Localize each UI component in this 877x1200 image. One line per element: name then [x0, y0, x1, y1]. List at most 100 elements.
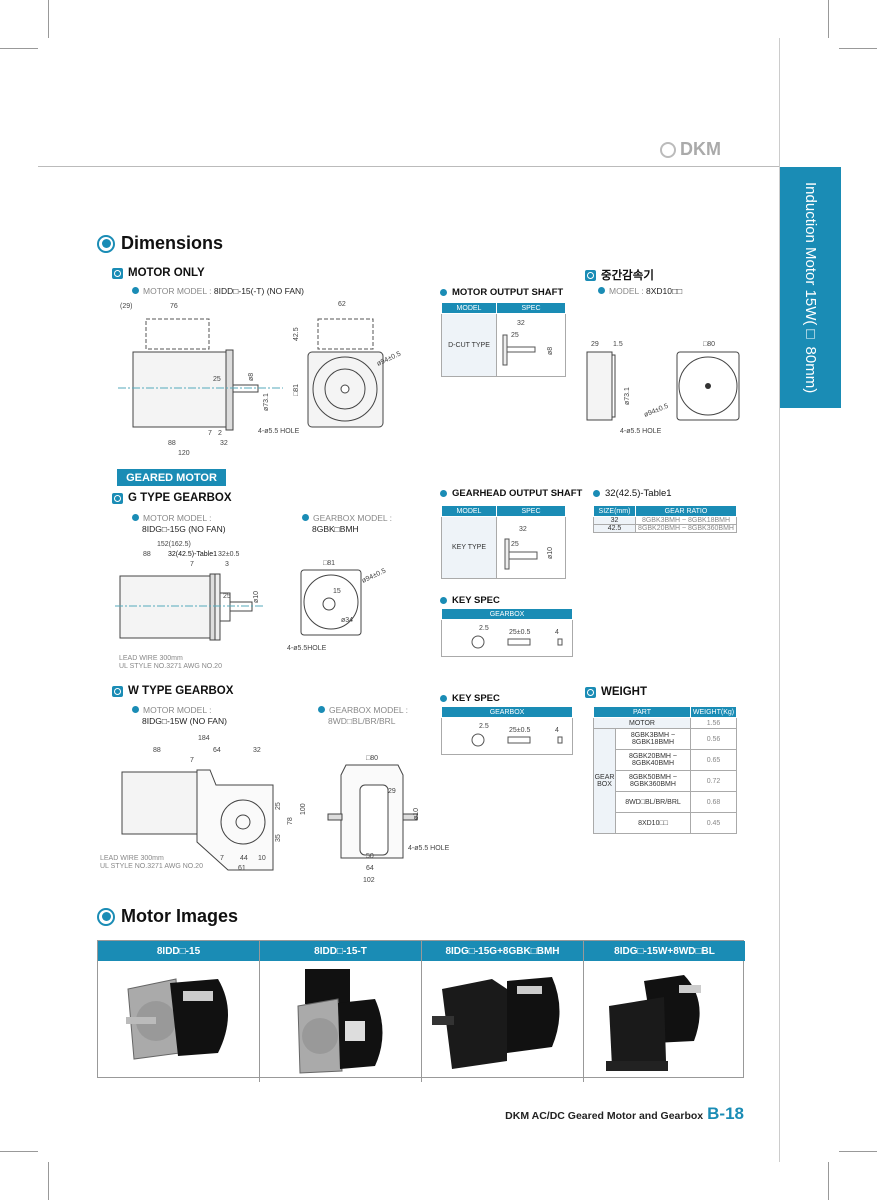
crop-mark — [48, 0, 49, 38]
column-header: 8IDG□-15G+8GBK□BMH — [422, 941, 583, 961]
footer-text: DKM AC/DC Geared Motor and Gearbox — [505, 1110, 704, 1122]
label: MOTOR MODEL : — [143, 513, 212, 523]
dim-label: 25 — [223, 593, 231, 600]
dim-label: 50 — [366, 853, 374, 860]
dim-label: 152(162.5) — [157, 541, 191, 548]
dim-label: 32 — [253, 747, 261, 754]
dim-label: 1.5 — [613, 341, 623, 348]
flange — [225, 349, 234, 431]
dim-label: □80 — [703, 341, 715, 348]
dim-label: 184 — [198, 735, 210, 742]
w-type-heading: W TYPE GEARBOX — [112, 685, 233, 697]
motor-body — [132, 351, 229, 428]
dim-label: 88 — [168, 440, 176, 447]
crop-mark — [48, 1162, 49, 1200]
g-type-heading: G TYPE GEARBOX — [112, 492, 232, 504]
dim-label: 120 — [178, 450, 190, 457]
subsection-icon — [112, 267, 123, 279]
heading-text: KEY SPEC — [452, 693, 500, 704]
motor-image-cell: 8IDD□-15-T — [260, 941, 422, 1082]
w-motor-model: MOTOR MODEL :8IDG□-15W (NO FAN) — [132, 705, 227, 727]
lead-wire-note: UL STYLE NO.3271 AWG NO.20 — [119, 663, 222, 670]
col-header: SPEC — [496, 302, 566, 314]
dim-label: 44 — [240, 855, 248, 862]
svg-text:25±0.5: 25±0.5 — [509, 727, 530, 734]
size-cell: 32 — [593, 516, 636, 525]
intermediate-drawing: 29 1.5 □80 ø73.1 ø94±0.5 4-ø5.5 HOLE — [586, 341, 740, 435]
dim-label: 32±0.5 — [218, 551, 239, 558]
dim-label: 7 — [208, 430, 212, 437]
w-type-drawing: 184 88 64 32 7 25 35 78 100 7 44 10 61 L… — [100, 735, 450, 884]
col-header: SIZE(mm) — [593, 505, 636, 517]
crop-mark — [0, 1151, 38, 1152]
col-header: GEARBOX — [441, 706, 573, 718]
dim-label: □81 — [323, 560, 335, 567]
bullet-icon — [598, 287, 605, 294]
col-header: GEARBOX — [441, 608, 573, 620]
heading-text: KEY SPEC — [452, 595, 500, 606]
motor-photo — [606, 975, 701, 1071]
lead-wire-note: LEAD WIRE 300mm — [119, 655, 183, 662]
dim-label: 61 — [238, 865, 246, 872]
heading-text: MOTOR ONLY — [128, 267, 205, 279]
dim-label: 29 — [591, 341, 599, 348]
intermediate-gearbox-heading: 중간감속기 — [585, 267, 654, 283]
col-header: WEIGHT(Kg) — [690, 706, 737, 718]
part-cell: MOTOR — [593, 717, 691, 729]
value: 8XD10□□ — [646, 286, 683, 296]
heading-text: MOTOR OUTPUT SHAFT — [452, 287, 564, 298]
motor-images-grid: 8IDD□-15 8IDD□-15-T 8IDG□-15G+8GBK□BMH 8… — [97, 940, 745, 1082]
bullet-icon — [440, 695, 447, 702]
col-header: GEAR RATIO — [635, 505, 737, 517]
svg-text:4: 4 — [555, 727, 559, 734]
header-rule — [38, 166, 779, 167]
geared-motor-badge: GEARED MOTOR — [117, 469, 226, 486]
dim-label: 102 — [363, 877, 375, 884]
col-header: MODEL — [441, 302, 497, 314]
dim-label: 7 — [190, 757, 194, 764]
section-icon — [97, 234, 115, 253]
bullet-icon — [302, 514, 309, 521]
w-gearbox-model: GEARBOX MODEL :8WD□BL/BR/BRL — [318, 705, 408, 727]
key-spec-heading: KEY SPEC — [440, 693, 500, 704]
crop-mark — [839, 1151, 877, 1152]
logo-text: DKM — [680, 139, 721, 159]
bullet-icon — [318, 706, 325, 713]
weight-cell: 0.56 — [690, 728, 737, 750]
dim-label: 7 — [220, 855, 224, 862]
weight-cell: 0.45 — [690, 812, 737, 834]
page-number: B-18 — [707, 1104, 744, 1123]
label: MODEL : — [609, 286, 644, 296]
dim-label: 76 — [170, 303, 178, 310]
dim-label: 88 — [143, 551, 151, 558]
weight-cell: 0.72 — [690, 770, 737, 792]
dim-label: ø94±0.5 — [643, 403, 669, 419]
value: 8IDG□-15W (NO FAN) — [142, 716, 227, 726]
gearhead-output-shaft-heading: GEARHEAD OUTPUT SHAFT — [440, 488, 582, 499]
dim-label: 64 — [366, 865, 374, 872]
dim-label: 4-ø5.5 HOLE — [258, 428, 300, 435]
g-gearbox-model: GEARBOX MODEL :8GBK□BMH — [302, 513, 392, 535]
motor-only-drawing: (29) 76 25 ø73.1 ø8 7 2 88 32 120 62 42.… — [118, 301, 402, 457]
dim-label: (29) — [120, 303, 132, 310]
model-cell: KEY TYPE — [441, 516, 497, 579]
dim-label: 4-ø5.5 HOLE — [408, 845, 450, 852]
svg-text:25±0.5: 25±0.5 — [509, 629, 530, 636]
part-cell: 8WD□BL/BR/BRL — [615, 791, 691, 813]
dkm-logo: DKM — [660, 139, 721, 160]
dim-label: 62 — [338, 301, 346, 308]
svg-text:32: 32 — [517, 320, 525, 327]
dim-label: 88 — [153, 747, 161, 754]
dim-label: ø73.1 — [263, 393, 270, 411]
svg-text:25: 25 — [511, 332, 519, 339]
dim-label: 25 — [213, 376, 221, 383]
value: 8WD□BL/BR/BRL — [328, 716, 396, 726]
